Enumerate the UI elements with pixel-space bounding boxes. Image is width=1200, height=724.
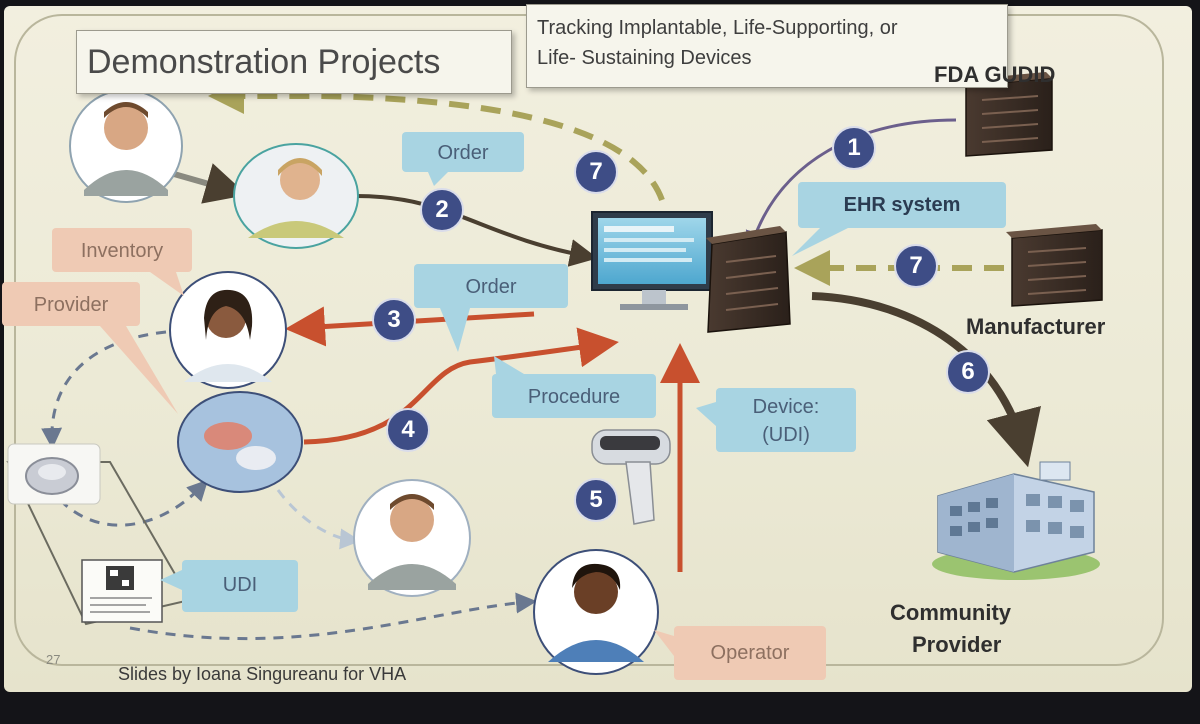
callout-operator-text: Operator — [710, 642, 790, 664]
patient-avatar-bottom — [353, 479, 471, 597]
title-box: Demonstration Projects — [76, 30, 512, 94]
arrow-2 — [355, 194, 598, 267]
callout-order-top — [402, 132, 524, 186]
step-badge-1: 1 — [832, 126, 876, 170]
subtitle-line-1: Tracking Implantable, Life-Supporting, o… — [537, 17, 898, 39]
callout-order-middle — [414, 264, 568, 352]
label-fda-gudid: FDA GUDID — [934, 62, 1056, 87]
callout-procedure — [492, 356, 656, 418]
label-manufacturer: Manufacturer — [966, 314, 1106, 339]
step-badge-2: 2 — [420, 188, 464, 232]
callout-device — [696, 388, 856, 452]
callout-inventory — [52, 228, 192, 296]
barcode-scanner-icon — [591, 429, 671, 525]
arrow-6 — [811, 292, 1041, 468]
slide-number: 27 — [46, 652, 61, 667]
label-community: Community — [890, 600, 1011, 625]
callout-operator — [654, 626, 826, 680]
dashed-device-to-surgery — [58, 479, 209, 527]
device-package-icon — [6, 443, 192, 626]
callout-ehr-system — [792, 182, 1006, 256]
udi-label-icon — [81, 559, 163, 623]
slide-title: Demonstration Projects — [87, 43, 441, 81]
callout-order-middle-text: Order — [465, 276, 517, 298]
step-badge-7-manufacturer: 7 — [894, 244, 938, 288]
arrow-patient-to-nurse — [173, 163, 248, 204]
callout-inventory-text: Inventory — [80, 240, 164, 262]
callout-provider-text: Provider — [33, 294, 109, 316]
ehr-workstation-icon — [591, 211, 791, 333]
manufacturer-server-icon — [1006, 224, 1103, 307]
receptionist-avatar — [169, 271, 287, 389]
callout-order-top-text: Order — [437, 142, 489, 164]
arrow-3 — [285, 306, 535, 347]
callout-device-text-1: Device: — [752, 396, 820, 418]
dashed-surgery-to-patient — [276, 489, 361, 550]
step-badge-7-top: 7 — [574, 150, 618, 194]
step-badge-5: 5 — [574, 478, 618, 522]
operator-avatar — [533, 549, 659, 675]
nurse-avatar — [233, 143, 359, 249]
label-provider: Provider — [912, 632, 1002, 657]
step-badge-4: 4 — [386, 408, 430, 452]
arrow-1 — [745, 118, 957, 253]
arrow-4 — [303, 327, 619, 445]
subtitle-line-2: Life- Sustaining Devices — [537, 47, 752, 69]
step-badge-6: 6 — [946, 350, 990, 394]
callout-procedure-text: Procedure — [527, 386, 621, 408]
subtitle-box: Tracking Implantable, Life-Supporting, o… — [526, 4, 1008, 88]
arrow-7-top — [208, 78, 665, 202]
callout-device-text-2: (UDI) — [762, 424, 810, 446]
dashed-provider-to-device — [41, 330, 167, 449]
surgery-image — [177, 391, 303, 493]
patient-avatar-top — [69, 89, 183, 203]
slide-footer: Slides by Ioana Singureanu for VHA — [118, 664, 407, 684]
community-provider-building-icon — [932, 461, 1100, 580]
callout-udi — [160, 560, 298, 612]
callout-ehr-system-text: EHR system — [843, 194, 961, 216]
step-badge-3: 3 — [372, 298, 416, 342]
callout-provider — [2, 282, 178, 414]
callout-udi-text: UDI — [222, 574, 258, 596]
